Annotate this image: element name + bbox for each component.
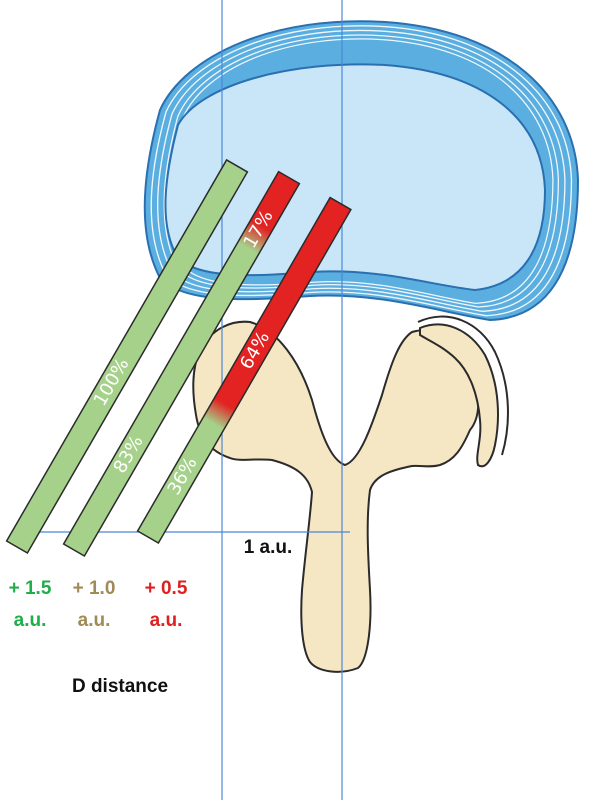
bar-green-segment [5,158,249,555]
bar-mixed-segment [136,196,352,545]
offset-value: + 1.5 [8,578,52,599]
offset-label-plus-1-5: + 1.5 a.u. [0,578,62,632]
facet-joint-right-outline [417,315,509,456]
scale-label: 1 a.u. [243,537,293,558]
offset-unit: a.u. [149,610,183,631]
offset-value: + 1.0 [72,578,116,599]
vertebral-arch [192,315,509,673]
offset-label-plus-0-5: + 0.5 a.u. [134,578,198,632]
lamina-and-spinous-process [192,320,480,673]
bar-label-100: 100% [90,355,134,410]
offset-value: + 0.5 [144,578,188,599]
distance-label: D distance [71,676,169,697]
intervertebral-disc [143,20,580,322]
offset-unit: a.u. [77,610,111,631]
bar-mixed-segment [62,170,301,558]
facet-joint-right [419,323,499,468]
offset-label-plus-1-0: + 1.0 a.u. [62,578,126,632]
trajectory-bar-plus-0-5: 36% 64% [136,196,352,545]
offset-unit: a.u. [13,610,47,631]
